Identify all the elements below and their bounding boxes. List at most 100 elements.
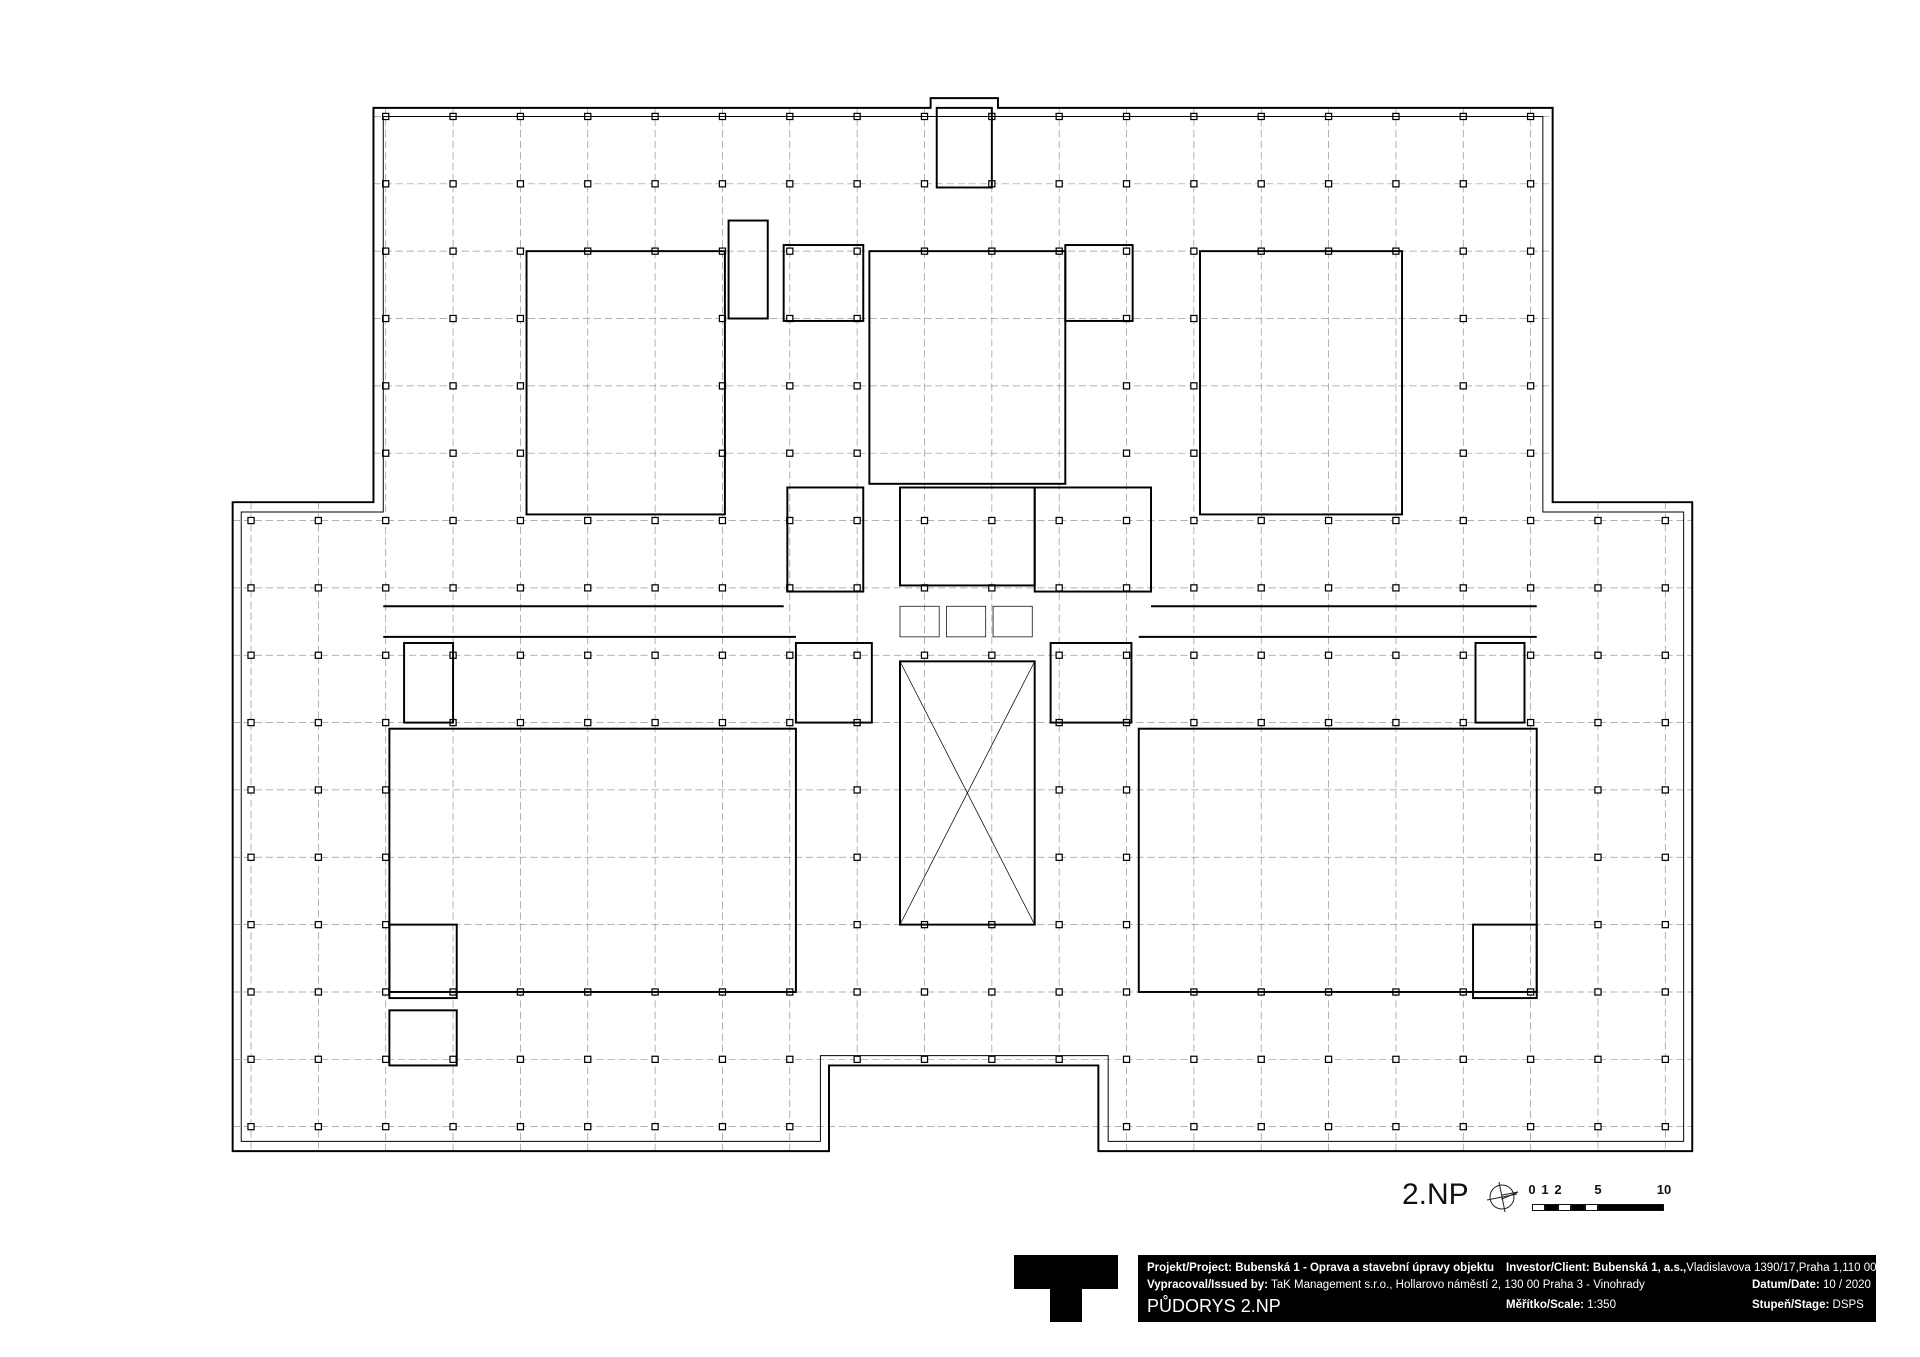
- stair-w: [403, 642, 455, 724]
- column: [718, 718, 727, 727]
- column: [1190, 449, 1198, 457]
- column: [853, 920, 861, 929]
- column: [718, 584, 727, 592]
- column: [314, 516, 323, 525]
- column: [1324, 651, 1333, 659]
- column: [651, 1055, 659, 1063]
- column: [1459, 1055, 1467, 1063]
- column: [1459, 718, 1467, 727]
- column: [1055, 988, 1063, 996]
- wc-block-ne: [1064, 244, 1134, 322]
- column: [584, 180, 592, 188]
- column: [584, 1055, 592, 1063]
- date-label: Datum/Date:: [1752, 1279, 1820, 1291]
- column: [314, 786, 323, 794]
- column: [853, 786, 861, 794]
- column: [314, 853, 323, 861]
- scale-label: Měřítko/Scale:: [1506, 1299, 1584, 1311]
- column: [1459, 382, 1467, 390]
- column: [314, 1122, 323, 1131]
- column: [651, 516, 659, 525]
- column: [382, 1055, 390, 1063]
- column: [853, 180, 861, 188]
- client-address: Vladislavova 1390/17,Praha 1,110 00: [1686, 1262, 1877, 1274]
- column: [1526, 180, 1535, 188]
- courtyard-sw: [388, 727, 797, 993]
- column: [449, 449, 457, 457]
- column: [314, 584, 323, 592]
- column: [516, 314, 525, 323]
- column: [786, 247, 794, 255]
- column: [1324, 180, 1333, 188]
- column: [516, 382, 525, 390]
- column: [1661, 1055, 1669, 1063]
- column: [382, 314, 390, 323]
- courtyard-ne: [1199, 250, 1404, 516]
- column: [1392, 651, 1400, 659]
- column: [1122, 988, 1131, 996]
- column: [1122, 853, 1131, 861]
- column: [718, 651, 727, 659]
- column: [516, 449, 525, 457]
- column: [449, 584, 457, 592]
- scale-tick: 2: [1554, 1182, 1562, 1197]
- column: [786, 382, 794, 390]
- column: [1526, 1122, 1535, 1131]
- column: [1594, 920, 1602, 929]
- column: [516, 247, 525, 255]
- column: [449, 1055, 457, 1063]
- column: [651, 1122, 659, 1131]
- column: [786, 180, 794, 188]
- title-block: Projekt/Project: Bubenská 1 - Oprava a s…: [1138, 1255, 1877, 1322]
- column: [247, 1122, 255, 1131]
- column: [382, 651, 390, 659]
- column: [1190, 382, 1198, 390]
- scale-tick: 1: [1541, 1182, 1549, 1197]
- column: [786, 1055, 794, 1063]
- stage-label: Stupeň/Stage:: [1752, 1299, 1830, 1311]
- column: [1526, 516, 1535, 525]
- column: [516, 516, 525, 525]
- column: [1594, 1122, 1602, 1131]
- column: [920, 988, 929, 996]
- column: [1324, 516, 1333, 525]
- column: [1257, 584, 1265, 592]
- inner-wall: [240, 115, 1685, 1142]
- column: [382, 1122, 390, 1131]
- column: [1257, 1122, 1265, 1131]
- floor-label: 2.NP: [1402, 1178, 1469, 1211]
- courtyard-nw: [525, 250, 726, 516]
- date-value: 10 / 2020: [1822, 1279, 1871, 1291]
- column: [382, 718, 390, 727]
- column: [382, 920, 390, 929]
- column: [651, 651, 659, 659]
- column: [449, 1122, 457, 1131]
- columns: [247, 112, 1669, 1131]
- column: [786, 449, 794, 457]
- outer-wall: [231, 97, 1694, 1153]
- column: [1055, 180, 1063, 188]
- scale-tick: 10: [1656, 1182, 1672, 1197]
- building-outline: [231, 97, 1694, 1153]
- column: [718, 180, 727, 188]
- issued-value: TaK Management s.r.o., Hollarovo náměstí…: [1271, 1279, 1645, 1291]
- column: [1459, 449, 1467, 457]
- column: [651, 718, 659, 727]
- scale-tick: 0: [1528, 1182, 1536, 1197]
- column: [1190, 1122, 1198, 1131]
- drawing-title: PŮDORYS 2.NP: [1147, 1296, 1281, 1316]
- column: [584, 651, 592, 659]
- column: [1459, 180, 1467, 188]
- column: [1594, 651, 1602, 659]
- core-se: [1049, 642, 1133, 724]
- column: [1392, 1055, 1400, 1063]
- column: [382, 382, 390, 390]
- column: [1661, 853, 1669, 861]
- courtyard-se: [1137, 727, 1538, 993]
- stair-core-north: [935, 106, 993, 189]
- column: [247, 584, 255, 592]
- column: [1661, 718, 1669, 727]
- column: [853, 382, 861, 390]
- column: [449, 180, 457, 188]
